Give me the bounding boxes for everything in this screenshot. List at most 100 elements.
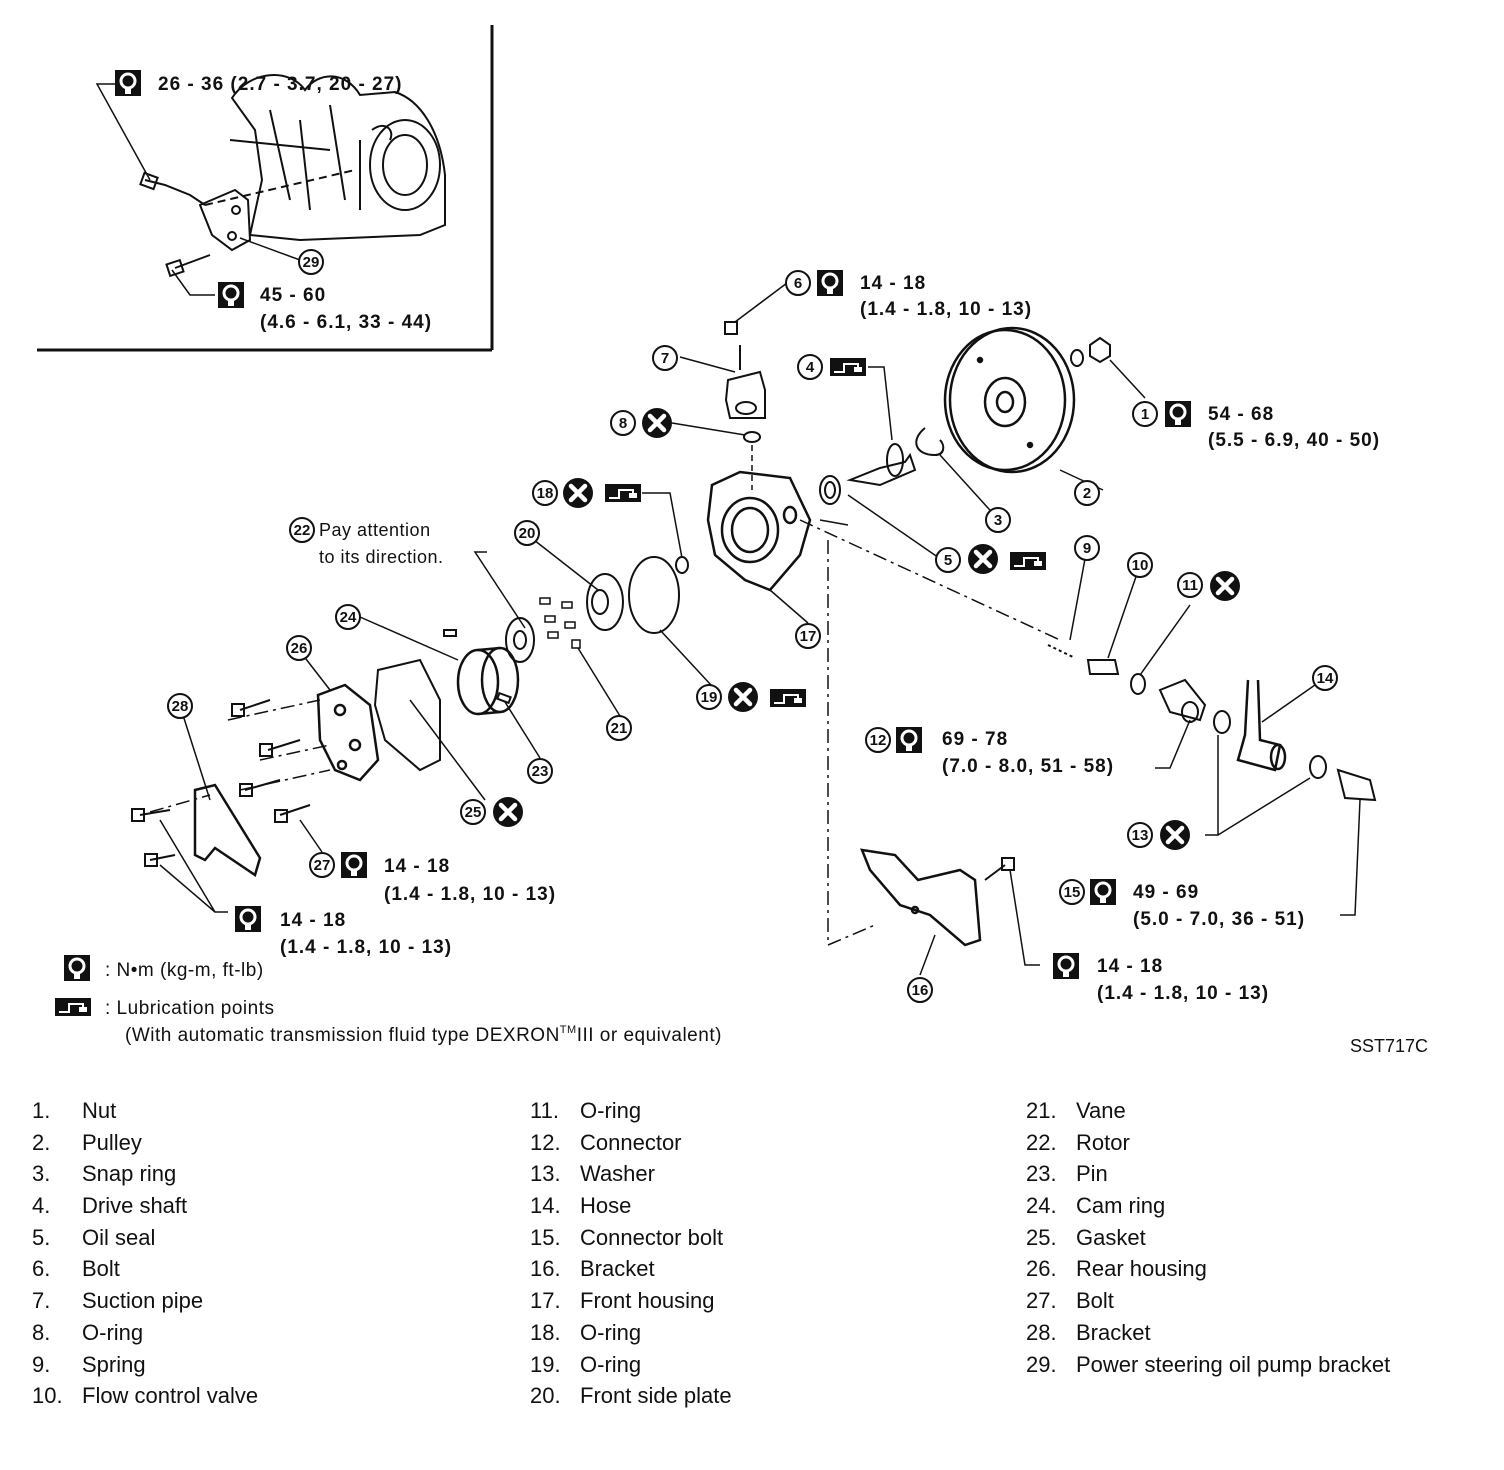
- callout-2: 2: [1074, 480, 1100, 506]
- callout-18: 18: [532, 480, 558, 506]
- callout-11: 11: [1177, 572, 1203, 598]
- replace-icon: [642, 408, 672, 438]
- list-item: 20.Front side plate: [530, 1383, 732, 1409]
- callout-7: 7: [652, 345, 678, 371]
- callout-26: 26: [286, 635, 312, 661]
- list-item: 22.Rotor: [1026, 1129, 1130, 1155]
- callout-3: 3: [985, 507, 1011, 533]
- list-item: 18.O-ring: [530, 1319, 642, 1345]
- replace-icon: [1160, 820, 1190, 850]
- torque-wrench-icon: [894, 725, 924, 755]
- callout-9: 9: [1074, 535, 1100, 561]
- torque-wrench-icon: [1051, 951, 1081, 981]
- gasket: [373, 658, 441, 772]
- legend-lubrication-detail: (With automatic transmission fluid type …: [125, 1024, 722, 1046]
- svg-text:26: 26: [291, 640, 308, 657]
- torque-wrench-icon: [113, 68, 143, 98]
- list-item: 12.Connector: [530, 1129, 682, 1155]
- callout-22: 22: [289, 517, 315, 543]
- torque-wrench-icon: [1163, 399, 1193, 429]
- lubrication-icon: [1009, 551, 1047, 571]
- list-item: 21.Vane: [1026, 1098, 1126, 1123]
- list-item: 3.Snap ring: [32, 1161, 177, 1187]
- inset-bolt-lower: [165, 254, 211, 278]
- parts-list: 1.Nut 2.Pulley 3.Snap ring 4.Drive shaft…: [0, 1095, 1504, 1415]
- hose: [1236, 679, 1287, 772]
- washer-13b: [1309, 755, 1327, 779]
- svg-text:1: 1: [1141, 406, 1149, 423]
- torque-bolt-27-2: (1.4 - 1.8, 10 - 13): [384, 884, 556, 905]
- svg-text:12: 12: [870, 732, 887, 749]
- svg-text:2: 2: [1083, 485, 1091, 502]
- callout-8: 8: [610, 410, 636, 436]
- list-item: 8.O-ring: [32, 1319, 144, 1345]
- replace-icon: [563, 478, 593, 508]
- svg-text:24: 24: [340, 609, 357, 626]
- lubrication-icon: [604, 483, 642, 503]
- rotor: [505, 617, 535, 663]
- engine-block-sketch: [229, 74, 446, 242]
- list-item: 23.Pin: [1026, 1161, 1108, 1187]
- torque-bolt-15-1: 49 - 69: [1133, 882, 1199, 903]
- parts-column-1: 1.Nut 2.Pulley 3.Snap ring 4.Drive shaft…: [32, 1095, 512, 1412]
- bracket-16: [860, 848, 982, 947]
- callout-1: 1: [1132, 401, 1158, 427]
- front-housing: [706, 470, 812, 592]
- list-item: 2.Pulley: [32, 1129, 142, 1155]
- list-item: 28.Bracket: [1026, 1319, 1151, 1345]
- parts-column-3: 21.Vane 22.Rotor 23.Pin 24.Cam ring 25.G…: [1026, 1095, 1504, 1380]
- svg-text:29: 29: [303, 254, 320, 271]
- replace-icon: [1210, 571, 1240, 601]
- svg-text:9: 9: [1083, 540, 1091, 557]
- list-item: 24.Cam ring: [1026, 1193, 1166, 1219]
- torque-bolt-6-2: (1.4 - 1.8, 10 - 13): [860, 299, 1032, 320]
- svg-text:14: 14: [1317, 670, 1334, 687]
- torque-bolt-15-2: (5.0 - 7.0, 36 - 51): [1133, 909, 1305, 930]
- svg-text:25: 25: [465, 804, 482, 821]
- callout-6: 6: [785, 270, 811, 296]
- svg-text:28: 28: [172, 698, 189, 715]
- torque-inset-lower-2: (4.6 - 6.1, 33 - 44): [260, 312, 432, 333]
- o-ring-18: [675, 556, 689, 574]
- list-item: 5.Oil seal: [32, 1224, 156, 1250]
- torque-bolt-6-1: 14 - 18: [860, 273, 926, 294]
- callout-14: 14: [1312, 665, 1338, 691]
- svg-text:7: 7: [661, 350, 669, 367]
- list-item: 27.Bolt: [1026, 1288, 1114, 1314]
- svg-text:20: 20: [519, 525, 536, 542]
- svg-text:6: 6: [794, 275, 802, 292]
- torque-wrench-icon: [216, 280, 246, 310]
- svg-text:13: 13: [1132, 827, 1149, 844]
- svg-text:16: 16: [912, 982, 929, 999]
- legend-lubrication: : Lubrication points: [105, 998, 275, 1019]
- callout-24: 24: [335, 604, 361, 630]
- list-item: 19.O-ring: [530, 1351, 642, 1377]
- svg-text:15: 15: [1064, 884, 1081, 901]
- callout-28: 28: [167, 693, 193, 719]
- svg-text:18: 18: [537, 485, 554, 502]
- pulley: [943, 326, 1076, 474]
- oil-seal: [819, 475, 841, 505]
- svg-text:11: 11: [1182, 577, 1198, 594]
- callout-13: 13: [1127, 822, 1153, 848]
- svg-text:19: 19: [701, 689, 718, 706]
- torque-wrench-icon: [339, 850, 369, 880]
- callout-23: 23: [527, 758, 553, 784]
- list-item: 26.Rear housing: [1026, 1256, 1207, 1282]
- list-item: 17.Front housing: [530, 1288, 715, 1314]
- rotor-note-1: Pay attention: [319, 520, 431, 540]
- torque-wrench-icon: [815, 268, 845, 298]
- list-item: 11.O-ring: [530, 1098, 642, 1123]
- connector-bolt: [1336, 768, 1377, 802]
- legend-torque-units: : N•m (kg-m, ft-lb): [105, 960, 264, 981]
- lubrication-icon: [829, 357, 867, 377]
- callout-17: 17: [795, 623, 821, 649]
- callout-12: 12: [865, 727, 891, 753]
- svg-text:3: 3: [994, 512, 1002, 529]
- svg-text:23: 23: [532, 763, 549, 780]
- cam-ring: [456, 646, 520, 716]
- torque-bracket-16-2: (1.4 - 1.8, 10 - 13): [1097, 983, 1269, 1004]
- list-item: 16.Bracket: [530, 1256, 655, 1282]
- lubrication-icon: [769, 688, 807, 708]
- rear-housing: [316, 683, 380, 782]
